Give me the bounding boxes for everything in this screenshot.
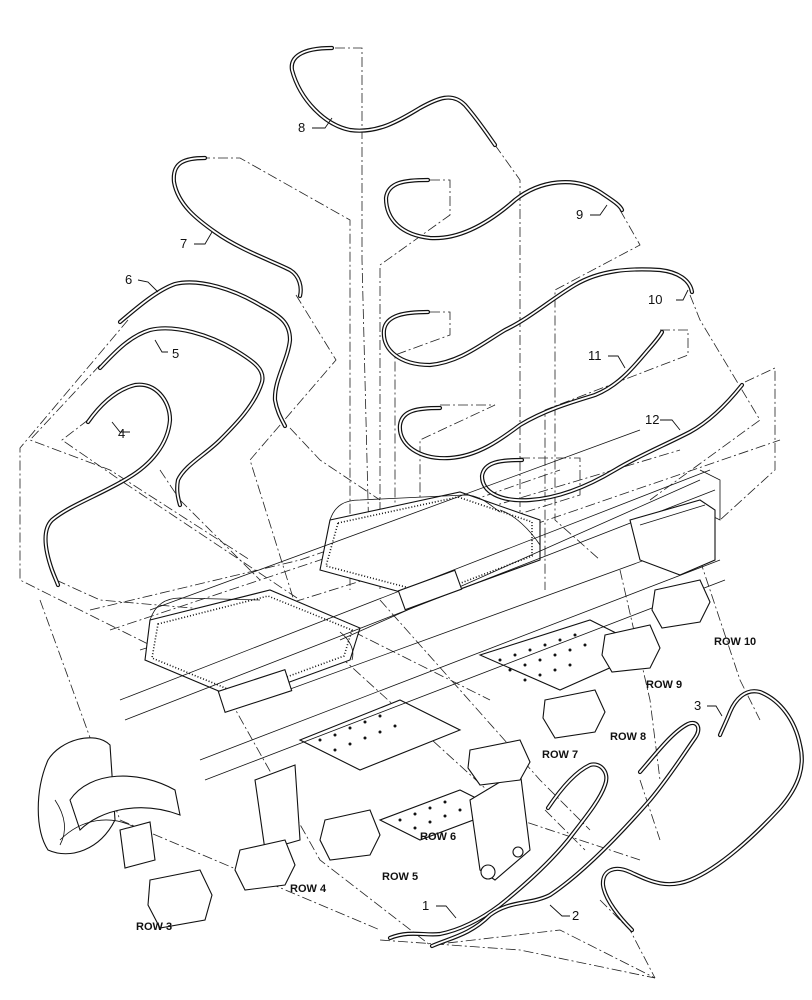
hose-4[interactable] bbox=[43, 382, 173, 588]
callout-4: 4 bbox=[118, 426, 125, 441]
callout-9: 9 bbox=[576, 207, 583, 222]
row-label-7: ROW 7 bbox=[542, 749, 578, 761]
hose-11[interactable] bbox=[397, 329, 665, 461]
callout-10: 10 bbox=[648, 292, 662, 307]
hose-3[interactable] bbox=[600, 689, 804, 933]
row-label-5: ROW 5 bbox=[382, 871, 418, 883]
callout-8: 8 bbox=[298, 120, 305, 135]
callout-5: 5 bbox=[172, 346, 179, 361]
hose-2[interactable] bbox=[429, 720, 701, 949]
hose-12[interactable] bbox=[479, 382, 745, 503]
hose-1[interactable] bbox=[387, 762, 609, 941]
callout-3: 3 bbox=[694, 698, 701, 713]
callout-6: 6 bbox=[125, 272, 132, 287]
callout-1: 1 bbox=[422, 898, 429, 913]
hose-9[interactable] bbox=[383, 177, 625, 241]
row-units bbox=[119, 579, 711, 929]
hose-8[interactable] bbox=[289, 45, 498, 148]
row-labels: ROW 3 ROW 4 ROW 5 ROW 6 ROW 7 ROW 8 ROW … bbox=[136, 636, 756, 933]
hose-5[interactable] bbox=[97, 326, 265, 508]
row-label-4: ROW 4 bbox=[290, 883, 327, 895]
row-label-8: ROW 8 bbox=[610, 731, 646, 743]
perforations bbox=[318, 633, 587, 830]
callout-7: 7 bbox=[180, 236, 187, 251]
callout-numbers: 1 2 3 4 5 6 7 8 9 10 11 12 bbox=[118, 120, 701, 923]
callout-12: 12 bbox=[645, 412, 659, 427]
callout-2: 2 bbox=[572, 908, 579, 923]
callout-leaders bbox=[111, 117, 723, 919]
toolbar-frame bbox=[37, 429, 726, 929]
row-label-6: ROW 6 bbox=[420, 831, 456, 843]
row-label-9: ROW 9 bbox=[646, 679, 682, 691]
hose-6[interactable] bbox=[117, 280, 293, 429]
callout-11: 11 bbox=[588, 348, 602, 363]
hose-10[interactable] bbox=[381, 267, 695, 368]
row-label-10: ROW 10 bbox=[714, 636, 756, 648]
hoses bbox=[43, 45, 804, 949]
row-label-3: ROW 3 bbox=[136, 921, 172, 933]
hose-7[interactable] bbox=[171, 155, 303, 299]
